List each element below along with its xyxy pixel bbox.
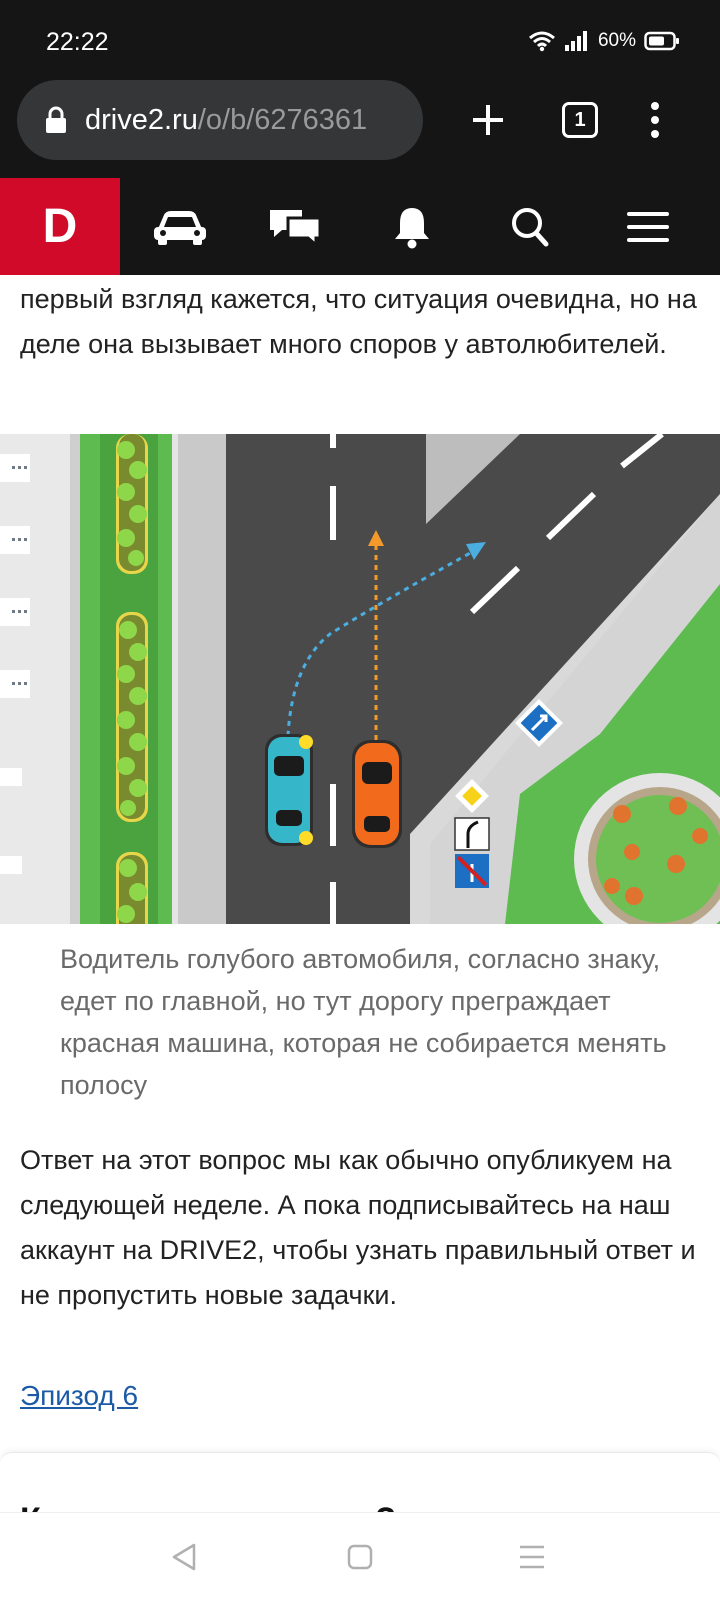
home-square-icon <box>347 1544 373 1570</box>
url-path: /o/b/6276361 <box>197 103 368 136</box>
drive2-logo[interactable]: D <box>0 178 120 275</box>
episode-link[interactable]: Эпизод 6 <box>20 1380 139 1411</box>
article-outro: Ответ на этот вопрос мы как обычно опубл… <box>0 1138 720 1318</box>
next-post-title: Кто должен уступить? <box>20 1501 396 1512</box>
search-icon <box>512 207 549 246</box>
tab-count-box: 1 <box>562 102 598 138</box>
back-triangle-icon <box>172 1543 196 1571</box>
lock-icon <box>46 106 66 133</box>
nav-menu-button[interactable] <box>608 178 688 275</box>
system-recents-button[interactable] <box>510 1535 554 1579</box>
system-back-button[interactable] <box>162 1535 206 1579</box>
road-scene-image <box>0 434 720 924</box>
status-bar: 22:22 60% <box>0 0 720 80</box>
article-content: первый взгляд кажется, что ситуация очев… <box>0 275 720 367</box>
signal-icon <box>564 31 587 51</box>
plus-icon <box>473 105 503 135</box>
browser-toolbar: drive2.ru/o/b/6276361 1 <box>0 80 720 178</box>
flower-bed <box>604 797 708 905</box>
nav-search-button[interactable] <box>490 178 570 275</box>
logo-letter: D <box>42 200 78 253</box>
battery-percent: 60% <box>597 30 636 51</box>
more-vert-icon <box>651 102 659 138</box>
article-illustration <box>0 434 720 924</box>
system-navigation-bar <box>0 1512 720 1600</box>
battery-icon <box>644 31 679 51</box>
recents-lines-icon <box>520 1545 544 1569</box>
article-paragraph-answer: Ответ на этот вопрос мы как обычно опубл… <box>20 1145 696 1310</box>
car-icon <box>154 210 206 245</box>
tab-count: 1 <box>574 108 586 131</box>
status-icons: 60% <box>528 30 680 52</box>
article-paragraph: первый взгляд кажется, что ситуация очев… <box>20 284 697 359</box>
new-tab-button[interactable] <box>456 80 520 160</box>
url-domain: drive2.ru <box>85 103 198 136</box>
nav-garage-button[interactable] <box>140 178 220 275</box>
bell-icon <box>395 207 429 248</box>
system-home-button[interactable] <box>338 1535 382 1579</box>
site-header: D <box>0 178 720 275</box>
hedge-rows <box>116 434 148 924</box>
next-post-card[interactable]: Кто должен уступить? <box>0 1452 720 1512</box>
chat-icon <box>270 209 322 248</box>
wifi-icon <box>529 31 555 52</box>
red-car <box>352 740 402 848</box>
road-signs <box>454 779 490 888</box>
nav-notifications-button[interactable] <box>372 178 452 275</box>
menu-icon <box>627 211 669 242</box>
direction-sign <box>514 698 564 748</box>
status-time: 22:22 <box>46 28 109 56</box>
browser-menu-button[interactable] <box>630 80 680 160</box>
image-caption: Водитель голубого автомобиля, согласно з… <box>60 944 667 1100</box>
address-bar[interactable]: drive2.ru/o/b/6276361 <box>17 80 423 160</box>
tab-switcher-button[interactable]: 1 <box>548 80 612 160</box>
blue-car <box>265 734 313 846</box>
nav-messages-button[interactable] <box>255 178 335 275</box>
url-text: drive2.ru/o/b/6276361 <box>85 104 405 137</box>
